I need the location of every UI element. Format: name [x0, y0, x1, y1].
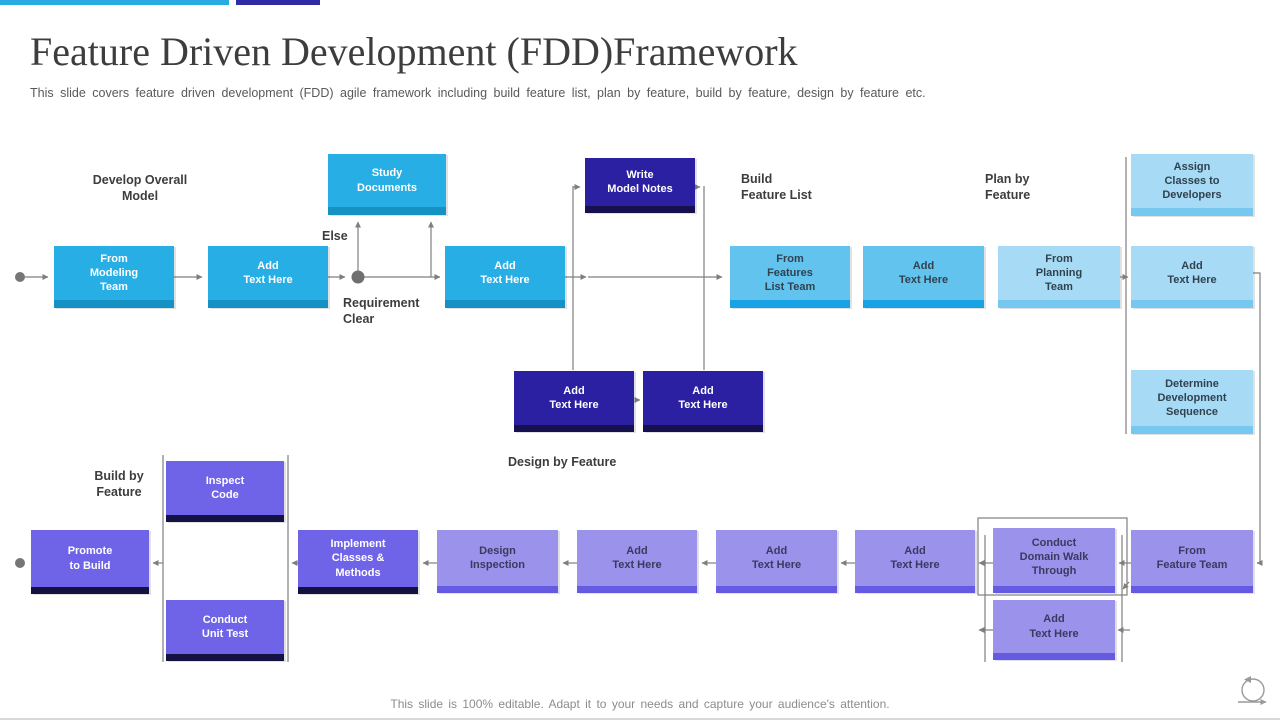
node-from-planning-team[interactable]: From Planning Team [998, 246, 1120, 308]
start-dot [15, 272, 25, 282]
node-add-text-8[interactable]: Add Text Here [716, 530, 837, 593]
node-design-inspection[interactable]: Design Inspection [437, 530, 558, 593]
node-add-text-2[interactable]: Add Text Here [445, 246, 565, 308]
node-add-text-5[interactable]: Add Text Here [863, 246, 984, 308]
end-dot [15, 558, 25, 568]
label-plan-by-feature: Plan by Feature [985, 172, 1031, 202]
node-conduct-unit-test[interactable]: Conduct Unit Test [166, 600, 284, 661]
page-title: Feature Driven Development (FDD)Framewor… [30, 29, 798, 74]
page-subtitle: This slide covers feature driven develop… [30, 86, 926, 100]
loop-icon [1238, 676, 1267, 705]
node-assign-classes-to-developers[interactable]: Assign Classes to Developers [1131, 154, 1253, 216]
node-inspect-code[interactable]: Inspect Code [166, 461, 284, 522]
label-else: Else [322, 229, 348, 243]
node-implement-classes-methods[interactable]: Implement Classes & Methods [298, 530, 418, 594]
node-add-text-6[interactable]: Add Text Here [1131, 246, 1253, 308]
junction-dot [351, 270, 365, 284]
footer-note: This slide is 100% editable. Adapt it to… [390, 697, 890, 711]
node-promote-to-build[interactable]: Promote to Build [31, 530, 149, 594]
node-from-features-list-team[interactable]: From Features List Team [730, 246, 850, 308]
node-from-modeling-team[interactable]: From Modeling Team [54, 246, 174, 308]
label-requirement-clear: Requirement Clear [343, 296, 420, 326]
label-build-by-feature: Build by Feature [94, 469, 144, 499]
node-add-text-9[interactable]: Add Text Here [855, 530, 975, 593]
node-from-feature-team[interactable]: From Feature Team [1131, 530, 1253, 593]
label-design-by-feature: Design by Feature [508, 455, 617, 469]
accent-bar-cyan [0, 0, 229, 5]
accent-bar-navy [236, 0, 320, 5]
node-add-text-4[interactable]: Add Text Here [643, 371, 763, 432]
node-study-documents[interactable]: Study Documents [328, 154, 446, 215]
label-build-feature-list: Build Feature List [741, 172, 812, 202]
node-add-text-7[interactable]: Add Text Here [577, 530, 697, 593]
node-add-text-1[interactable]: Add Text Here [208, 246, 328, 308]
node-add-text-3[interactable]: Add Text Here [514, 371, 634, 432]
node-determine-development-sequence[interactable]: Determine Development Sequence [1131, 370, 1253, 434]
node-add-text-10[interactable]: Add Text Here [993, 600, 1115, 660]
node-write-model-notes[interactable]: Write Model Notes [585, 158, 695, 213]
node-conduct-domain-walk-through[interactable]: Conduct Domain Walk Through [993, 528, 1115, 593]
label-develop-overall-model: Develop Overall Model [92, 173, 188, 203]
